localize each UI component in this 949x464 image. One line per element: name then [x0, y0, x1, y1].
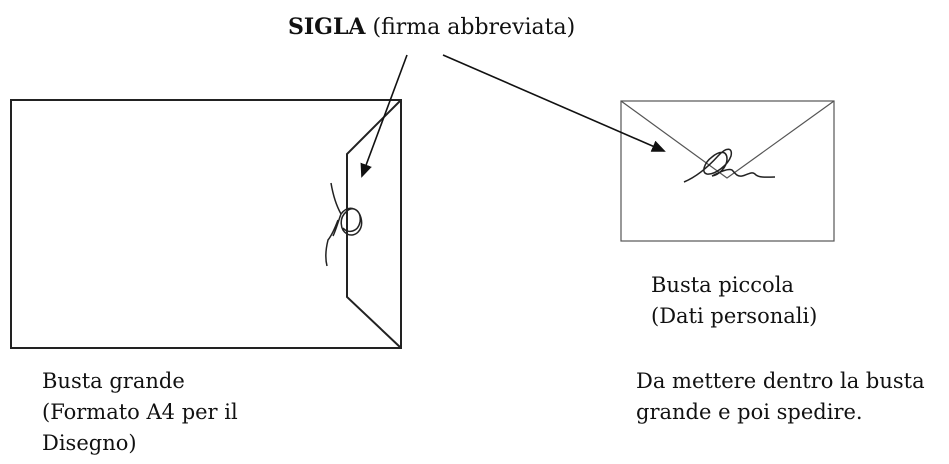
- sigla-heading: SIGLA (firma abbreviata): [288, 12, 575, 43]
- instruction-note-line-1: Da mettere dentro la busta: [636, 369, 925, 393]
- instruction-note-line-2: grande e poi spedire.: [636, 400, 863, 424]
- big-envelope-body: [10, 99, 402, 349]
- small-envelope-body: [620, 100, 835, 242]
- small-envelope-caption-line-1: Busta piccola: [651, 273, 794, 297]
- sigla-label: SIGLA: [288, 14, 366, 40]
- sigla-description: (firma abbreviata): [365, 15, 576, 40]
- big-envelope-flap: [346, 99, 402, 349]
- big-envelope-signature-icon: [325, 182, 363, 267]
- small-envelope-signature-icon: [683, 148, 776, 183]
- small-envelope-caption: Busta piccola (Dati personali): [651, 270, 817, 332]
- arrow-to-small-signature: [442, 54, 666, 152]
- big-envelope-caption-line-1: Busta grande: [42, 369, 185, 393]
- instruction-note: Da mettere dentro la busta grande e poi …: [636, 366, 925, 428]
- arrow-to-big-signature: [360, 54, 408, 178]
- small-envelope-flap: [620, 100, 835, 179]
- big-envelope: [10, 99, 402, 349]
- small-envelope-caption-line-2: (Dati personali): [651, 304, 818, 328]
- big-envelope-caption: Busta grande (Formato A4 per il Disegno): [42, 366, 238, 459]
- big-envelope-caption-line-2: (Formato A4 per il: [42, 400, 238, 424]
- small-envelope: [620, 100, 835, 242]
- big-envelope-caption-line-3: Disegno): [42, 431, 137, 455]
